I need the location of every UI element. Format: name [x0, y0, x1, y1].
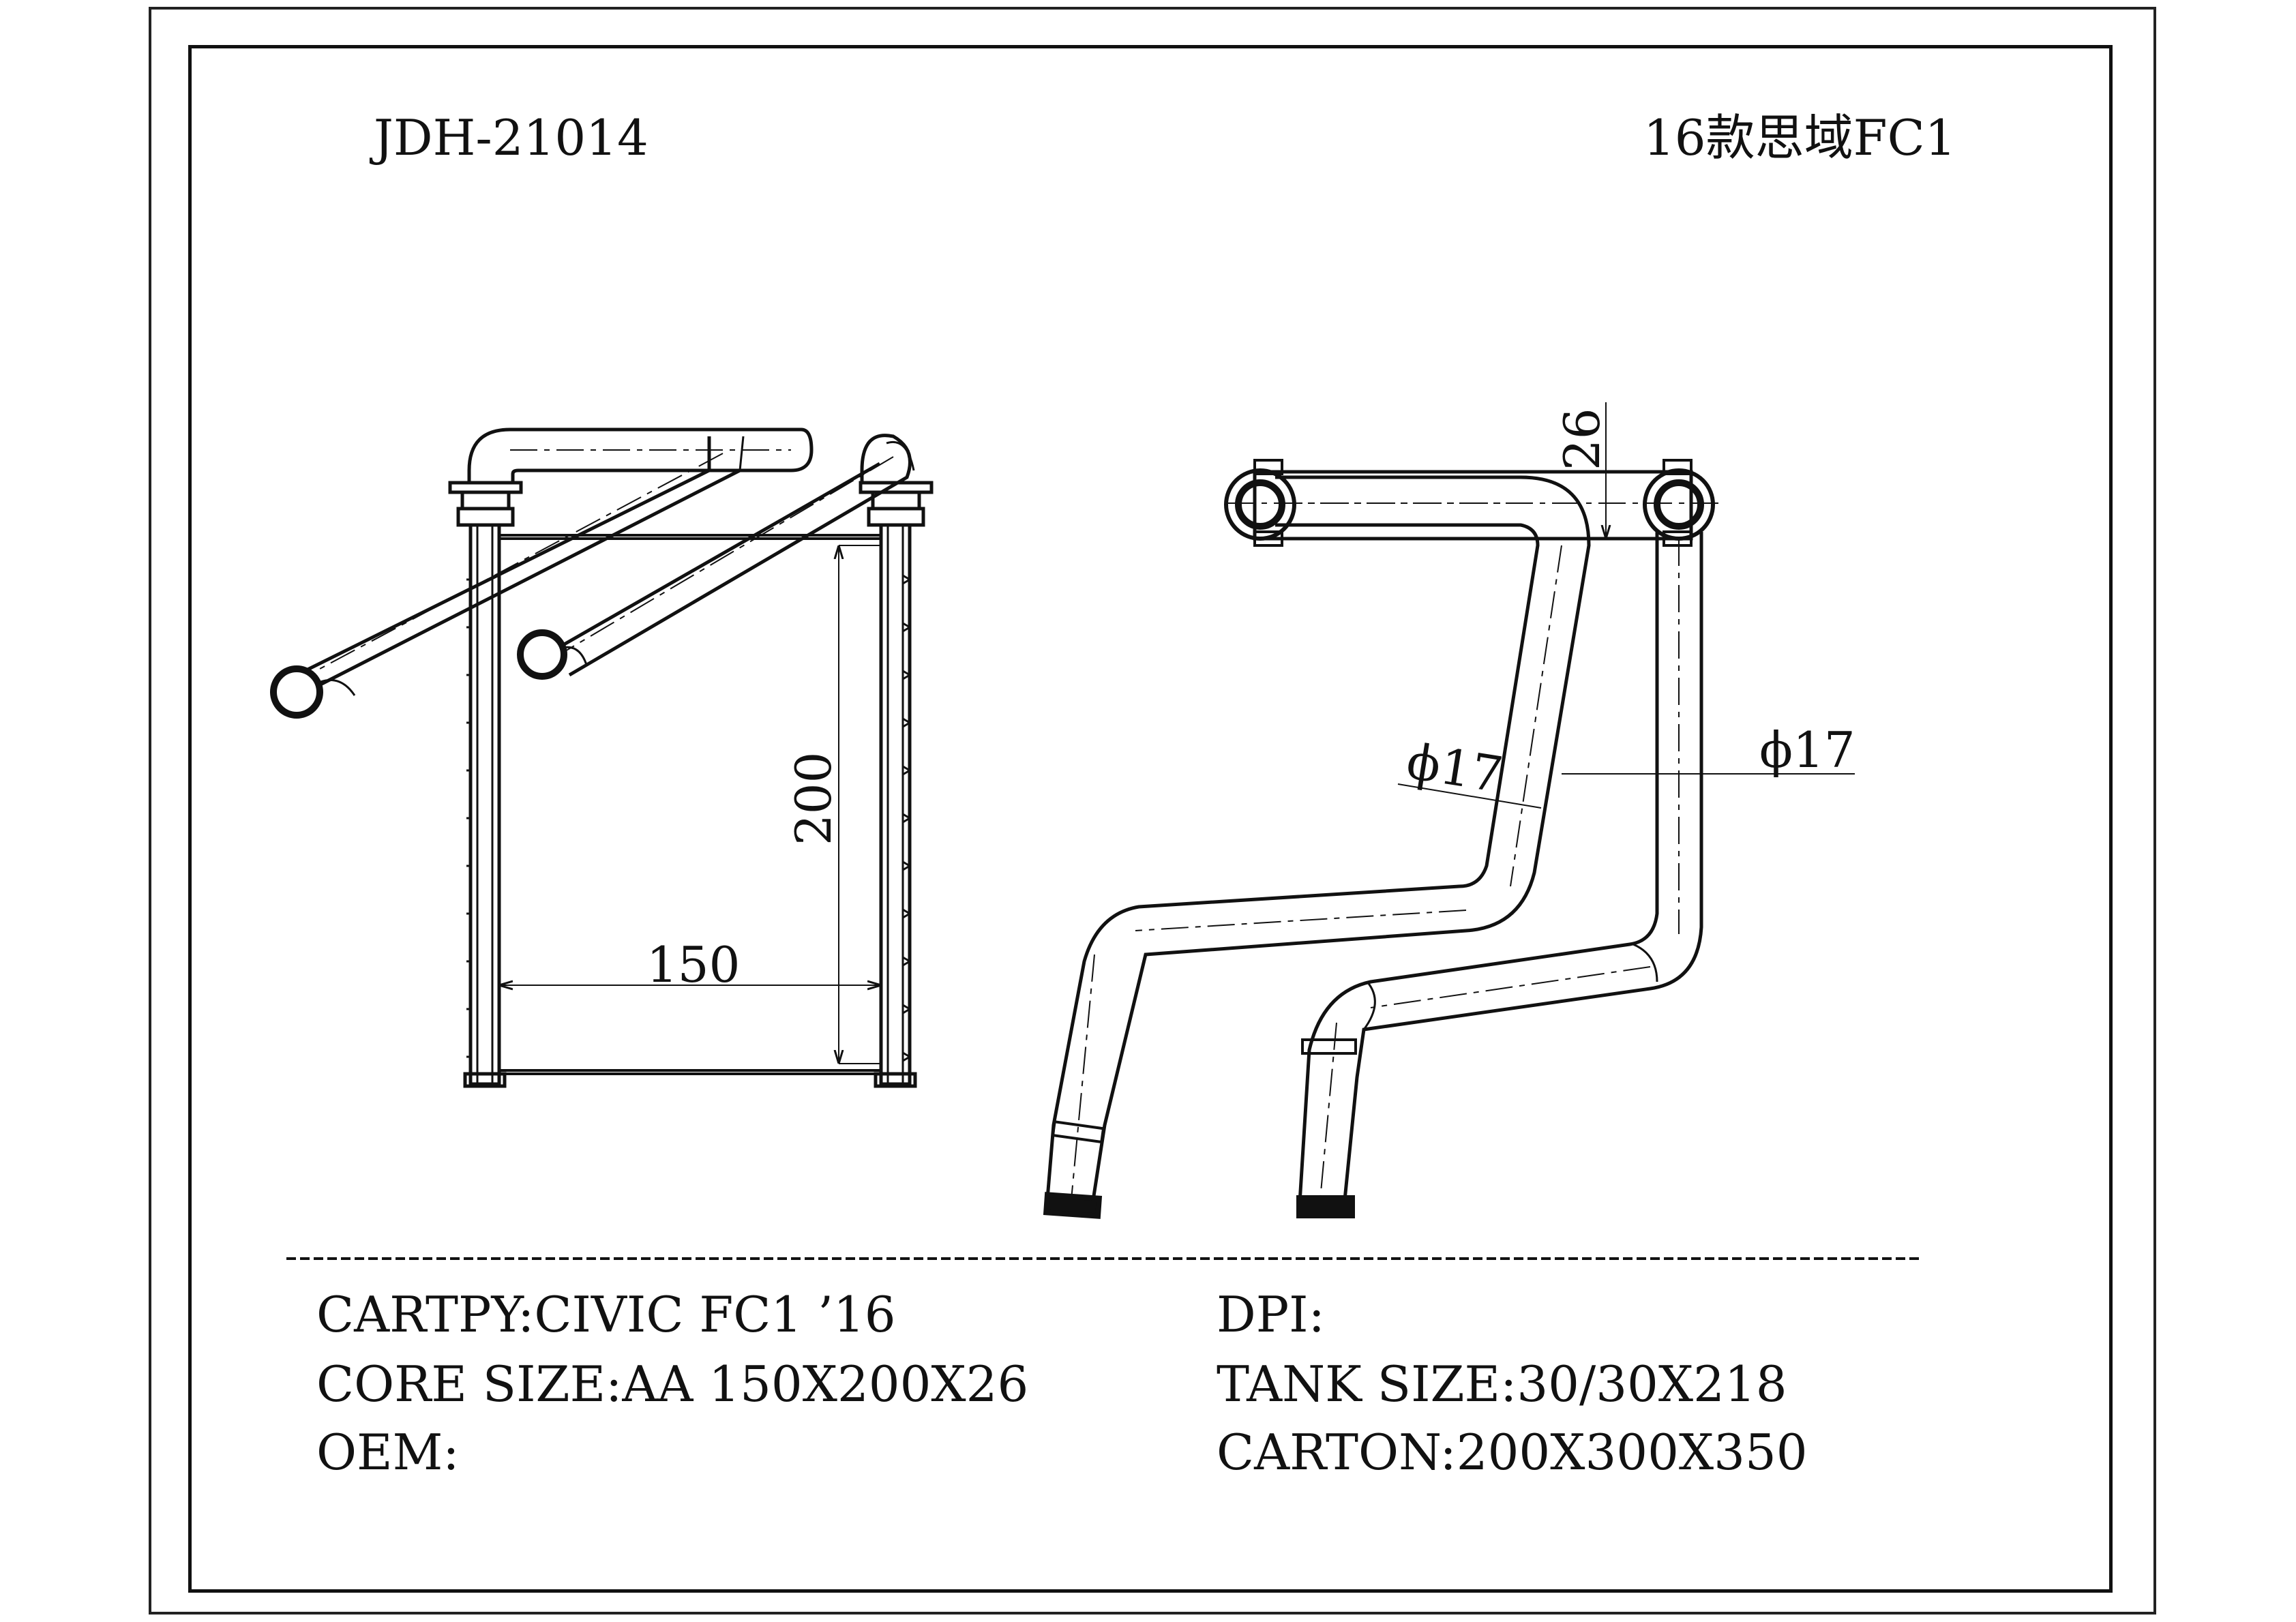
spec-cartpy: CARTPY:CIVIC FC1 ’16: [316, 1286, 896, 1343]
spec-carton: CARTON:200X300X350: [1217, 1424, 1808, 1481]
top-header-bar: [1227, 470, 1725, 541]
model-code: JDH-21014: [374, 109, 648, 166]
spec-oem: OEM:: [316, 1424, 460, 1481]
right-tank-end: [1643, 459, 1715, 547]
left-tank: [448, 481, 523, 1088]
dim-height-label: 200: [785, 752, 842, 845]
side-right-pipe: [1296, 532, 1703, 1218]
inner-frame: [188, 45, 2113, 1593]
model-name: 16款思域FC1: [1643, 109, 1956, 166]
left-tank-end: [1224, 459, 1296, 547]
dim-diameter-left-label: ϕ17: [1403, 732, 1506, 804]
depth-dimension: [1568, 402, 1623, 539]
diameter-leaders: [1397, 773, 1855, 809]
outlet-pipe: [517, 434, 915, 680]
height-dimension: [839, 545, 880, 1064]
inlet-pipe: [270, 427, 814, 719]
right-tank: [859, 481, 934, 1088]
side-view: [1043, 402, 1855, 1219]
tank-rivets: [466, 574, 910, 1062]
outer-frame: [149, 7, 2156, 1615]
spec-core-size: CORE SIZE:AA 150X200X26: [316, 1355, 1029, 1413]
dim-diameter-right-label: ϕ17: [1759, 721, 1855, 779]
front-view: [270, 427, 934, 1088]
core-body: [498, 534, 882, 1075]
dim-depth-label: 26: [1553, 408, 1611, 470]
side-left-pipe: [1043, 475, 1591, 1219]
spec-tank-size: TANK SIZE:30/30X218: [1217, 1355, 1787, 1413]
dim-width-label: 150: [646, 936, 740, 993]
spec-dpi: DPI:: [1217, 1286, 1325, 1343]
